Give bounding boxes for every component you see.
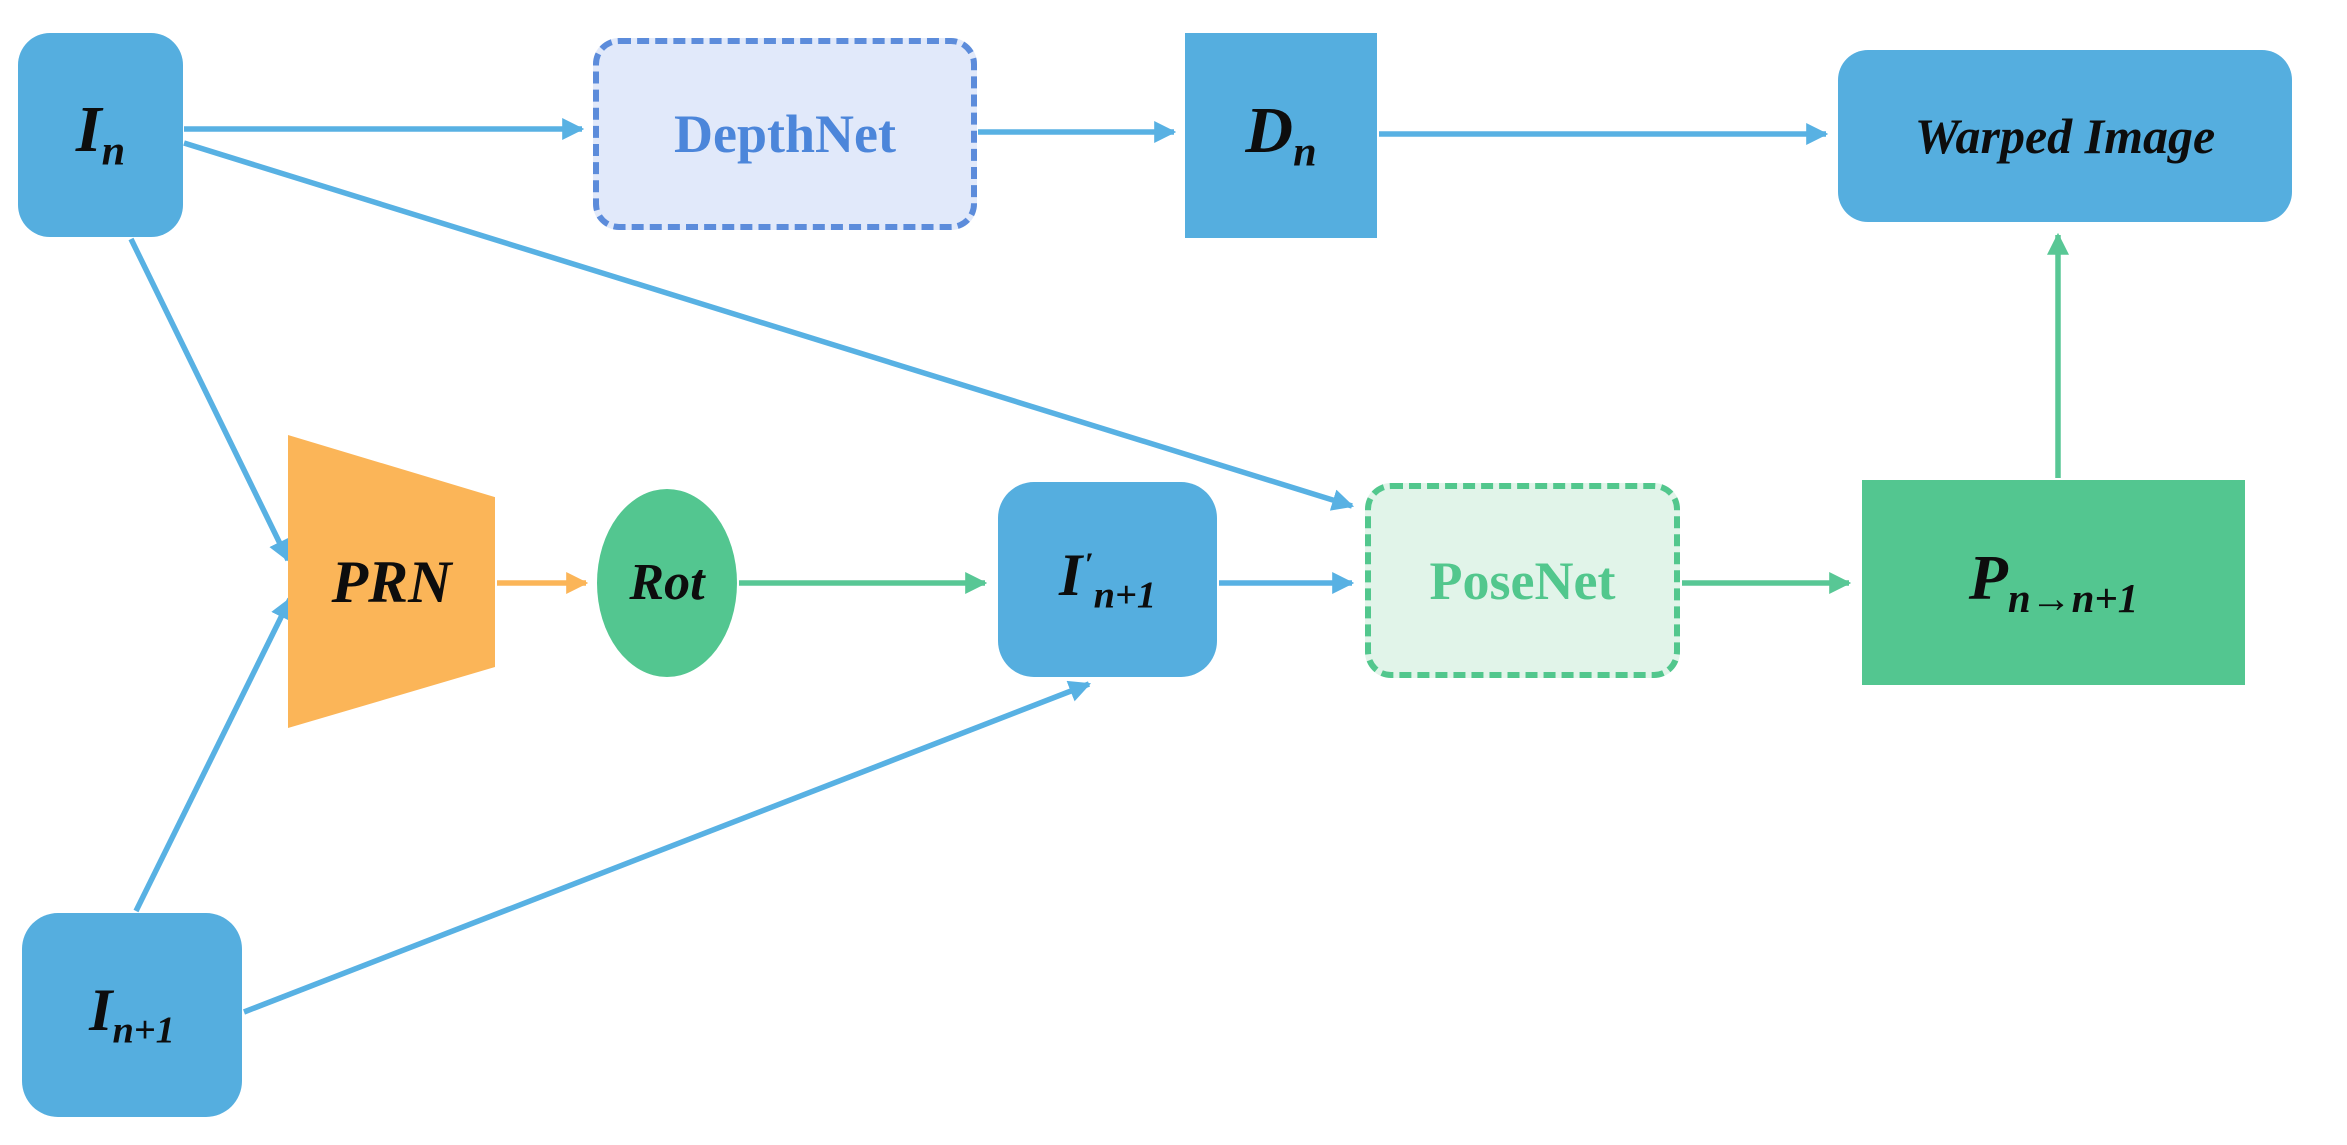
node-dn-label: Dn <box>1245 97 1317 176</box>
node-p-sub: n→n+1 <box>2007 575 2139 622</box>
node-prn-label: PRN <box>331 548 452 615</box>
node-warped-image: Warped Image <box>1838 50 2292 222</box>
node-iprime-base: I <box>1058 541 1083 608</box>
node-iprime-label: I′n+1 <box>1059 545 1156 615</box>
node-in-sub: n <box>101 127 126 175</box>
node-iprime: I′n+1 <box>998 482 1217 677</box>
node-dn-sub: n <box>1293 128 1317 176</box>
node-in1-sub: n+1 <box>112 1009 175 1052</box>
node-p-label: Pn→n+1 <box>1969 545 2139 622</box>
node-warped-image-label: Warped Image <box>1914 108 2216 164</box>
node-prn: PRN <box>288 435 495 728</box>
node-in-base: I <box>75 93 102 167</box>
node-posenet: PoseNet <box>1365 483 1680 678</box>
node-in: In <box>18 33 183 237</box>
node-in-label: In <box>76 97 125 173</box>
node-p: Pn→n+1 <box>1862 480 2245 685</box>
node-depthnet: DepthNet <box>593 38 977 230</box>
edge-in1-to-prn <box>133 597 293 913</box>
node-depthnet-label: DepthNet <box>674 104 896 164</box>
node-dn: Dn <box>1185 33 1377 238</box>
node-posenet-label: PoseNet <box>1429 550 1616 611</box>
node-rot-label: Rot <box>629 554 705 611</box>
node-rot: Rot <box>597 489 737 677</box>
node-dn-base: D <box>1245 93 1294 167</box>
node-iprime-prime: ′ <box>1084 546 1094 583</box>
node-iprime-sub: n+1 <box>1093 573 1157 616</box>
node-in1-base: I <box>89 977 113 1044</box>
edge-in1-to-iprime <box>243 680 1092 1015</box>
edge-in-to-prn <box>128 237 291 562</box>
node-in1: In+1 <box>22 913 242 1117</box>
node-in1-label: In+1 <box>89 980 175 1050</box>
node-p-base: P <box>1968 541 2008 613</box>
